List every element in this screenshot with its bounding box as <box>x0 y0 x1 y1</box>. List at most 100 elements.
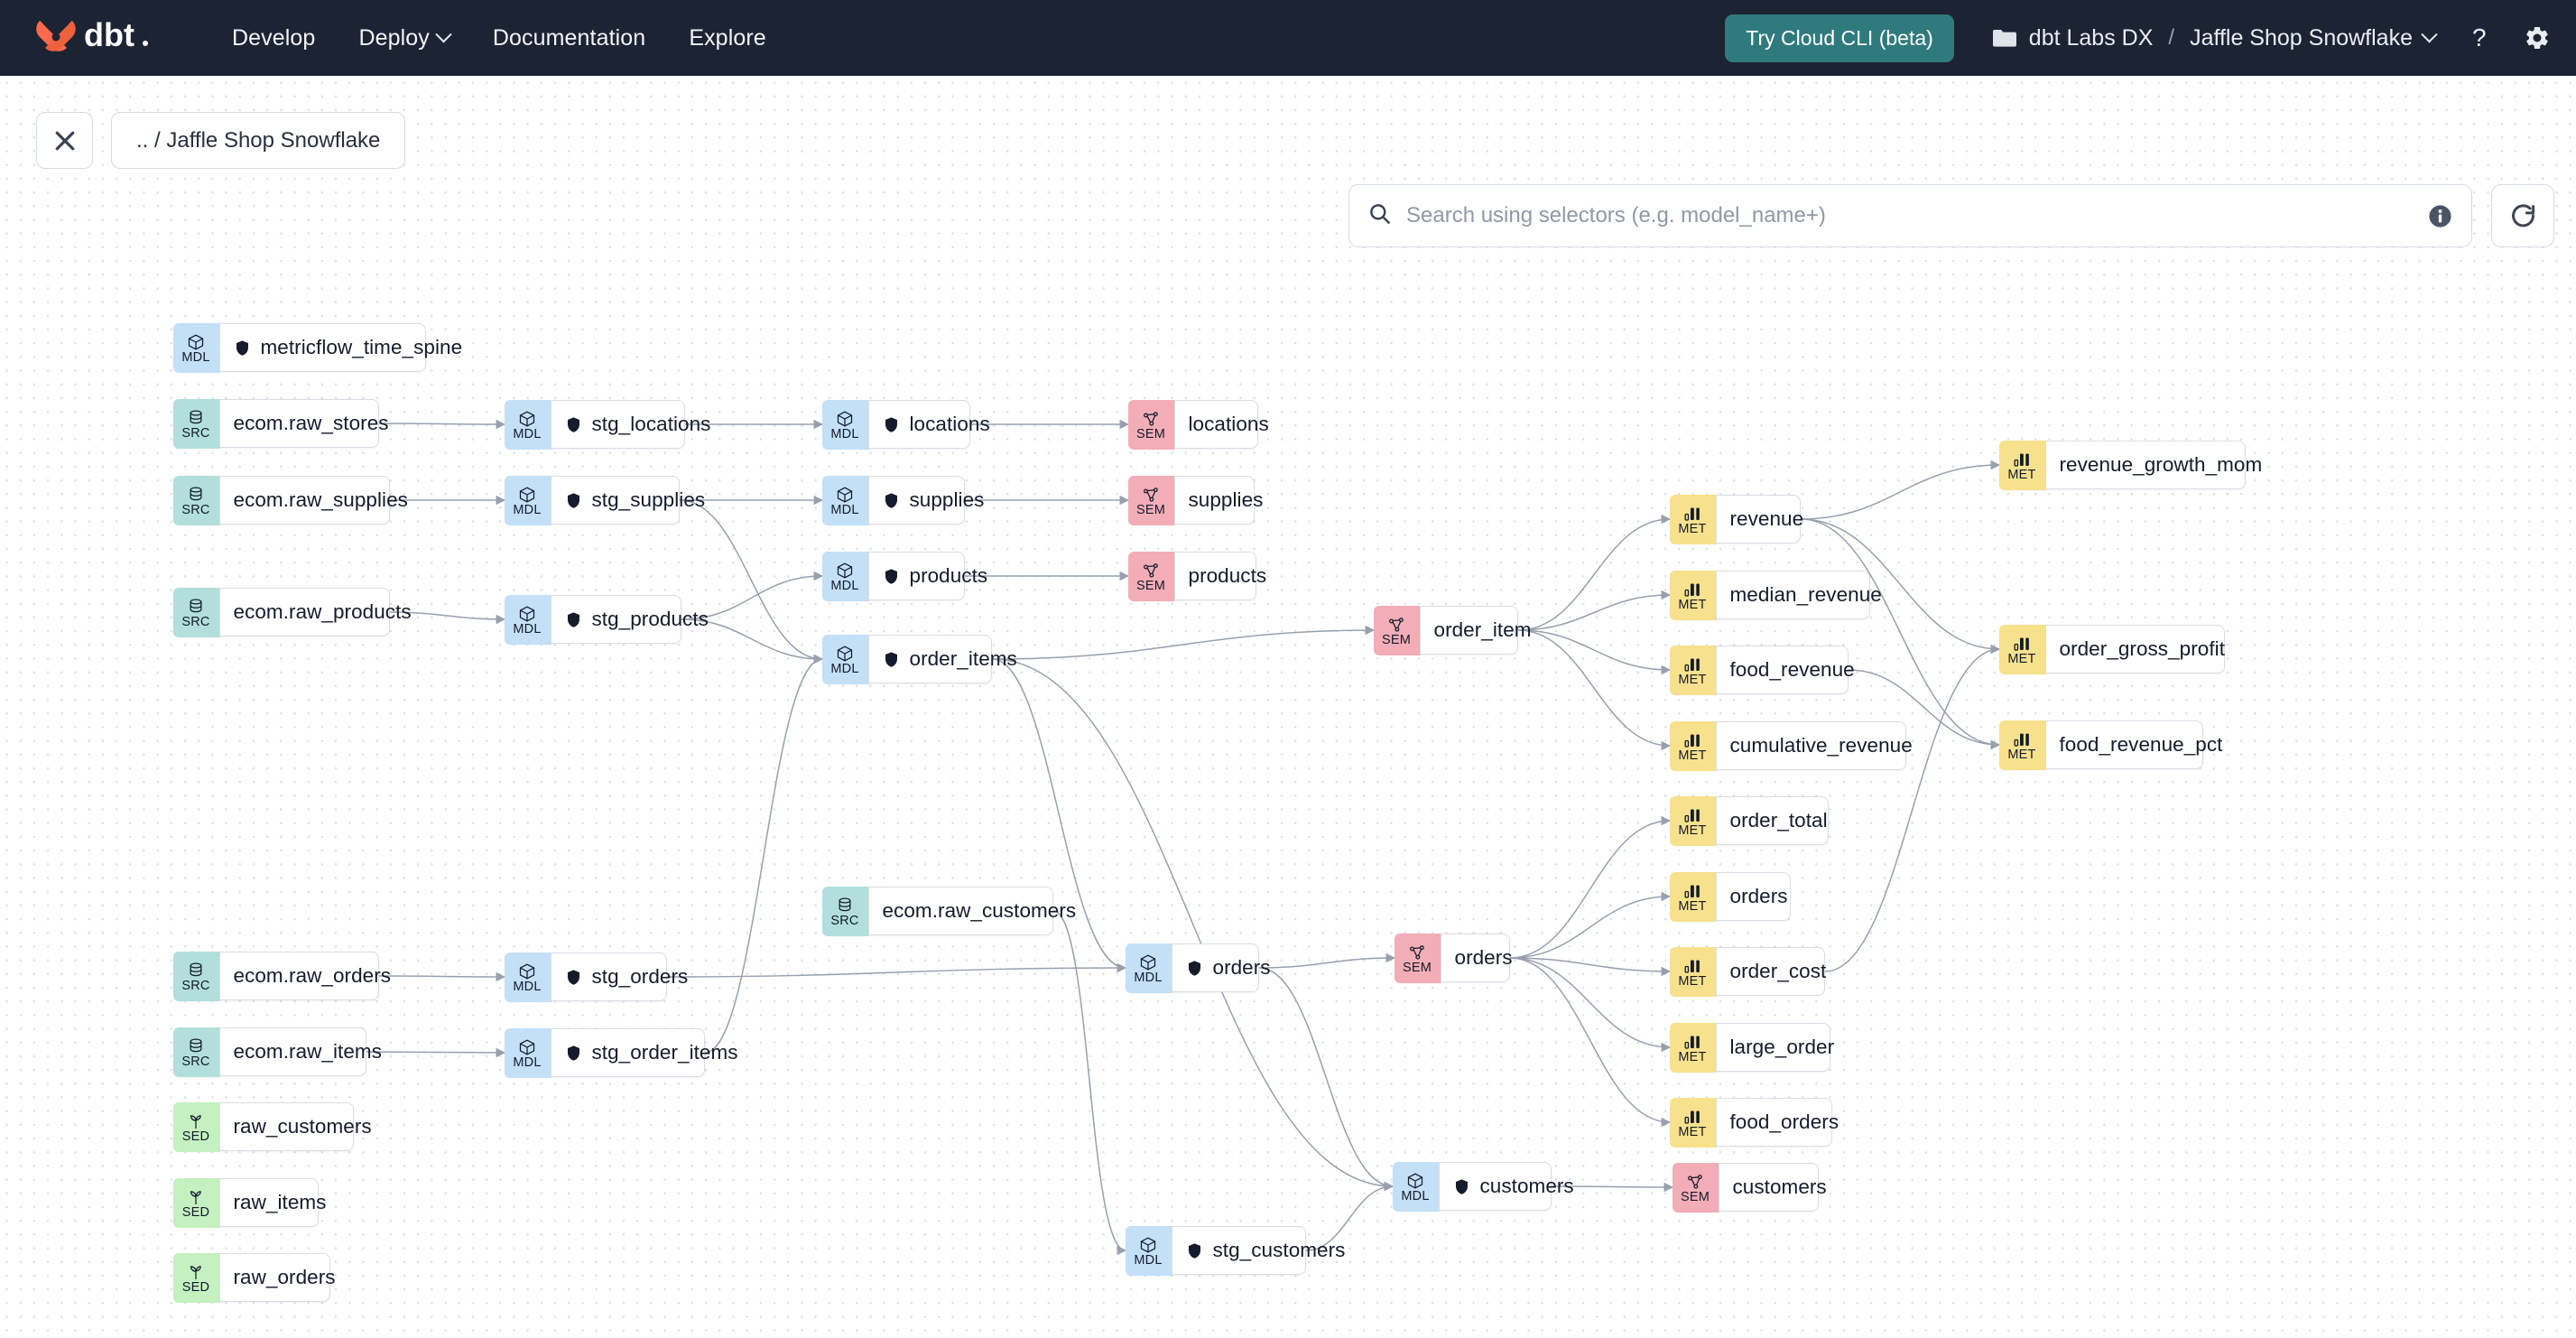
node-type-badge-sem: SEM <box>1394 933 1441 983</box>
nav-documentation[interactable]: Documentation <box>471 16 667 60</box>
node-type-badge-met: MET <box>1669 494 1717 544</box>
node-type-badge-sem: SEM <box>1672 1162 1719 1213</box>
lineage-edge <box>1509 957 1672 1053</box>
shield-icon <box>234 339 251 357</box>
graph-node-src_raw_orders[interactable]: SRC ecom.raw_orders <box>172 951 391 1001</box>
graph-node-mdl_products[interactable]: MDL products <box>821 551 987 601</box>
node-type-badge-met: MET <box>1998 624 2046 674</box>
graph-node-met_order_gross_profit[interactable]: MET order_gross_profit <box>1998 624 2225 674</box>
refresh-lineage-button[interactable] <box>2491 184 2554 247</box>
try-cloud-cli-button[interactable]: Try Cloud CLI (beta) <box>1725 14 1954 62</box>
cube-icon <box>1406 1172 1424 1190</box>
node-type-badge-met: MET <box>1669 570 1717 620</box>
node-type-badge-sed: SED <box>172 1252 220 1303</box>
node-name: order_gross_profit <box>2059 637 2225 660</box>
node-label-wrap: cumulative_revenue <box>1717 722 1928 769</box>
close-lineage-button[interactable] <box>36 112 93 169</box>
graph-node-met_revenue[interactable]: MET revenue <box>1669 494 1803 544</box>
graph-node-src_raw_products[interactable]: SRC ecom.raw_products <box>172 587 412 637</box>
lineage-edge <box>1824 644 2001 972</box>
nav-develop[interactable]: Develop <box>210 16 337 60</box>
node-label-wrap: raw_items <box>220 1179 342 1226</box>
graph-node-metricflow_time_spine[interactable]: MDL metricflow_time_spine <box>172 322 462 373</box>
graph-node-sem_locations[interactable]: SEM locations <box>1127 399 1269 450</box>
graph-node-met_orders[interactable]: MET orders <box>1669 871 1791 922</box>
graph-node-met_food_revenue_pct[interactable]: MET food_revenue_pct <box>1998 720 2222 770</box>
info-icon[interactable] <box>2427 203 2453 229</box>
shield-icon <box>567 492 579 508</box>
bar-chart-icon <box>1683 882 1701 900</box>
search-input[interactable]: Search using selectors (e.g. model_name+… <box>1406 203 1826 228</box>
account-name[interactable]: dbt Labs DX <box>2028 24 2154 51</box>
graph-node-mdl_customers[interactable]: MDL customers <box>1392 1161 1574 1212</box>
graph-node-sem_orders[interactable]: SEM orders <box>1394 933 1513 983</box>
node-type-badge-met: MET <box>1669 1022 1717 1073</box>
nav-explore[interactable]: Explore <box>667 16 787 60</box>
graph-node-mdl_supplies[interactable]: MDL supplies <box>821 475 984 525</box>
graph-node-sed_raw_customers[interactable]: SED raw_customers <box>172 1101 372 1152</box>
node-label-wrap: food_revenue_pct <box>2046 721 2238 768</box>
graph-node-stg_order_items[interactable]: MDL stg_order_items <box>504 1027 738 1078</box>
help-icon[interactable]: ? <box>2466 24 2493 51</box>
graph-node-met_food_orders[interactable]: MET food_orders <box>1669 1097 1839 1148</box>
cube-icon <box>836 562 854 580</box>
graph-node-mdl_locations[interactable]: MDL locations <box>821 399 990 450</box>
selector-search-box[interactable]: Search using selectors (e.g. model_name+… <box>1348 184 2472 247</box>
graph-node-stg_products[interactable]: MDL stg_products <box>504 594 709 645</box>
database-icon <box>187 1037 205 1055</box>
node-label-wrap: products <box>869 553 1004 599</box>
lineage-edge <box>1258 967 1395 1192</box>
graph-node-met_revenue_growth_mom[interactable]: MET revenue_growth_mom <box>1998 440 2262 490</box>
graph-node-stg_orders[interactable]: MDL stg_orders <box>504 952 688 1002</box>
graph-node-mdl_order_items[interactable]: MDL order_items <box>821 634 1017 684</box>
graph-node-src_raw_stores[interactable]: SRC ecom.raw_stores <box>172 398 389 449</box>
graph-node-met_order_cost[interactable]: MET order_cost <box>1669 946 1826 997</box>
graph-node-mdl_stg_customers[interactable]: MDL stg_customers <box>1125 1225 1345 1276</box>
gear-icon[interactable] <box>2524 24 2551 51</box>
semantic-graph-icon <box>1142 486 1160 504</box>
graph-node-met_median_revenue[interactable]: MET median_revenue <box>1669 570 1882 620</box>
breadcrumb-button[interactable]: .. / Jaffle Shop Snowflake <box>111 112 406 169</box>
graph-node-sem_supplies[interactable]: SEM supplies <box>1127 475 1263 525</box>
nav-deploy[interactable]: Deploy <box>337 16 470 60</box>
bar-chart-icon <box>2013 730 2031 748</box>
node-name: customers <box>1479 1175 1574 1197</box>
graph-node-src_raw_customers[interactable]: SRC ecom.raw_customers <box>821 886 1076 936</box>
graph-node-stg_locations[interactable]: MDL stg_locations <box>504 399 710 450</box>
graph-node-met_food_revenue[interactable]: MET food_revenue <box>1669 645 1855 695</box>
graph-node-sem_order_item[interactable]: SEM order_item <box>1373 605 1531 655</box>
graph-node-met_order_total[interactable]: MET order_total <box>1669 795 1829 846</box>
cube-icon <box>518 486 536 504</box>
search-icon <box>1367 201 1392 230</box>
cube-icon <box>1139 1236 1157 1254</box>
graph-node-met_large_order[interactable]: MET large_order <box>1669 1022 1834 1073</box>
node-type-label: MDL <box>1134 1252 1163 1268</box>
lineage-graph-canvas[interactable]: MDL metricflow_time_spine SRC ecom.raw_s… <box>0 76 2576 1338</box>
node-name: supplies <box>909 488 985 511</box>
lineage-edge <box>378 419 506 430</box>
graph-node-sem_products[interactable]: SEM products <box>1127 551 1266 601</box>
node-type-badge-met: MET <box>1998 720 2046 770</box>
refresh-icon <box>2511 203 2534 227</box>
lineage-edge <box>1517 629 1672 751</box>
node-name: cumulative_revenue <box>1729 734 1913 757</box>
node-label-wrap: order_cost <box>1717 948 1842 995</box>
lineage-edge <box>1517 514 1672 631</box>
graph-node-mdl_orders[interactable]: MDL orders <box>1125 943 1271 993</box>
graph-node-sem_customers[interactable]: SEM customers <box>1672 1162 1827 1213</box>
node-name: stg_supplies <box>591 488 706 511</box>
project-selector[interactable]: Jaffle Shop Snowflake <box>2190 25 2438 51</box>
graph-node-met_cumulative_revenue[interactable]: MET cumulative_revenue <box>1669 720 1913 771</box>
graph-node-sed_raw_orders[interactable]: SED raw_orders <box>172 1252 335 1303</box>
graph-node-src_raw_items[interactable]: SRC ecom.raw_items <box>172 1027 382 1077</box>
node-type-label: SRC <box>181 502 210 517</box>
graph-node-sed_raw_items[interactable]: SED raw_items <box>172 1177 326 1228</box>
graph-node-src_raw_supplies[interactable]: SRC ecom.raw_supplies <box>172 475 408 525</box>
bar-chart-icon <box>1683 806 1701 824</box>
dbt-logo[interactable]: dbt <box>32 15 153 60</box>
database-icon <box>187 598 205 616</box>
graph-node-stg_supplies[interactable]: MDL stg_supplies <box>504 475 705 525</box>
lineage-edge <box>1848 669 2001 750</box>
cube-icon <box>518 1038 536 1056</box>
svg-text:dbt: dbt <box>84 17 134 53</box>
